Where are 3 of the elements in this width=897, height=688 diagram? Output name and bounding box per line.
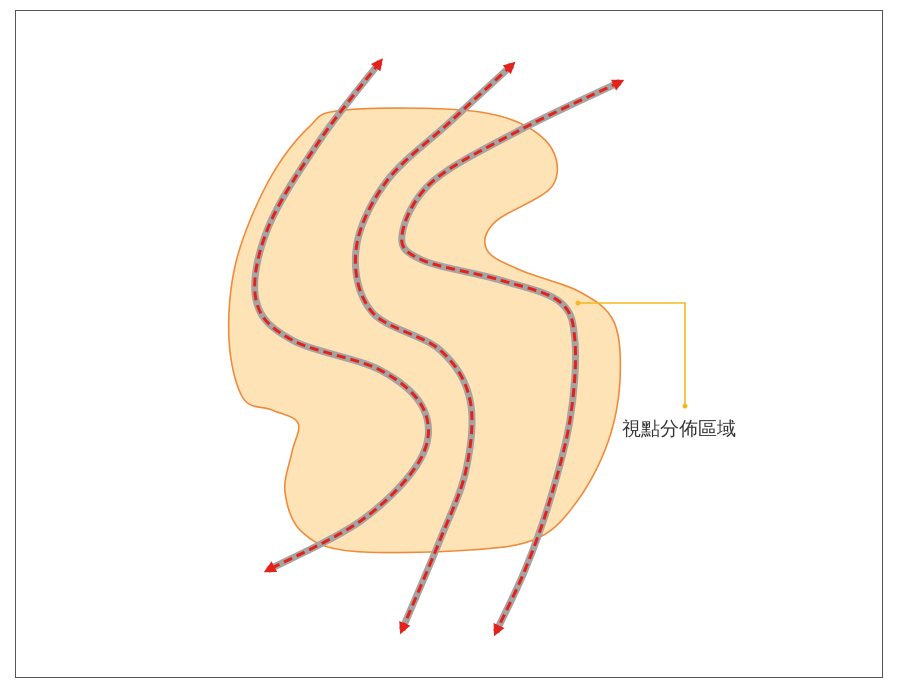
region-label: 視點分佈區域 <box>622 414 736 444</box>
leader-line <box>575 300 688 409</box>
distribution-region <box>226 106 624 554</box>
